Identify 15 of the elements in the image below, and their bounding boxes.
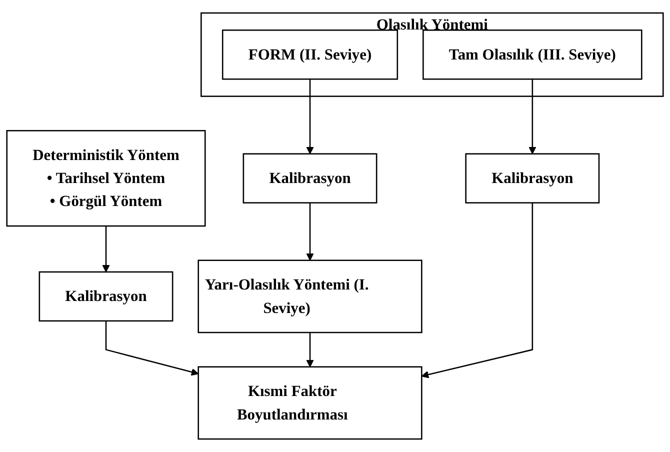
arrow (102, 226, 110, 272)
node-box: FORM (II. Seviye) (222, 30, 398, 80)
node-box: Kalibrasyon (465, 153, 600, 204)
node-box: Deterministik Yöntem • Tarihsel Yöntem • Görgül Yöntem (6, 130, 206, 227)
node-box: Yarı-Olasılık Yöntemi (I. Seviye) (198, 260, 422, 334)
node-box: Tam Olasılık (III. Seviye) (422, 30, 642, 80)
arrow (306, 79, 314, 154)
arrow (421, 202, 534, 378)
node-box: Kalibrasyon (242, 153, 378, 204)
node-box: Kısmi Faktör Boyutlandırması (198, 366, 422, 440)
arrow (306, 202, 314, 261)
node-box: Kalibrasyon (38, 271, 174, 322)
arrow (105, 320, 199, 376)
arrow (306, 332, 314, 368)
arrow (528, 79, 536, 154)
